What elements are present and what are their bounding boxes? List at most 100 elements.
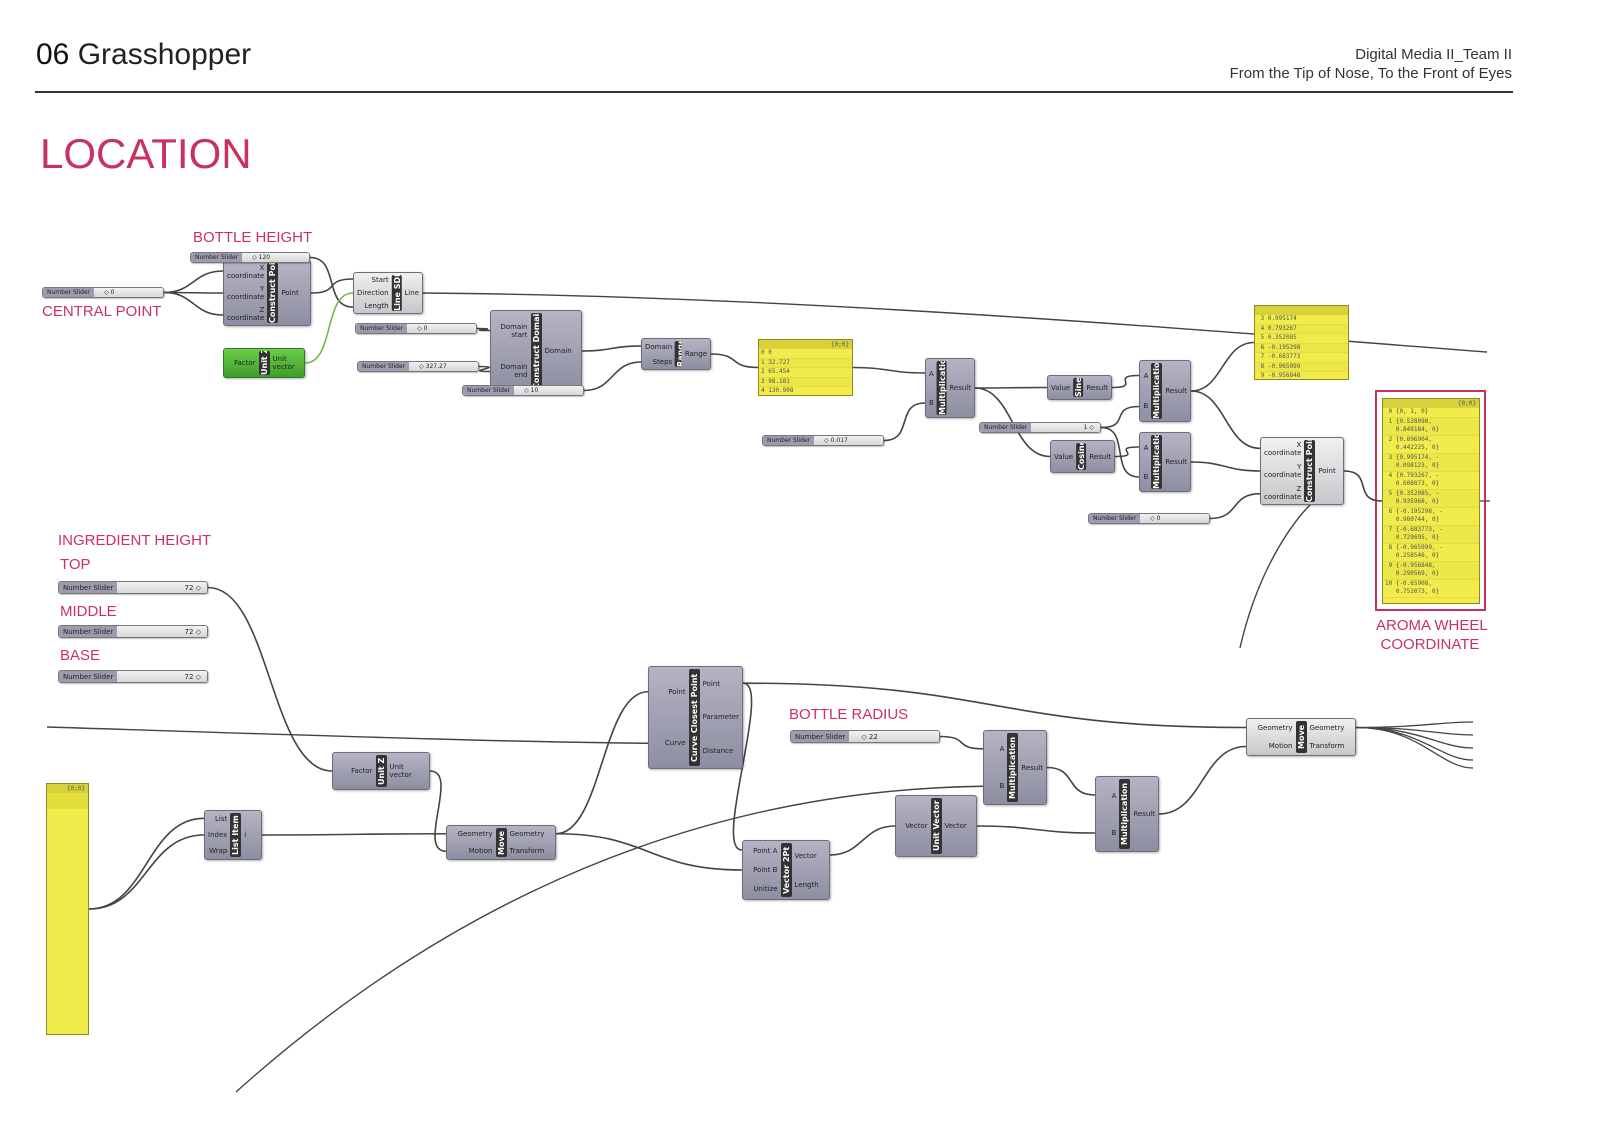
- input-port[interactable]: Point: [668, 688, 686, 697]
- output-port[interactable]: Point: [281, 289, 299, 297]
- input-port[interactable]: A: [1111, 791, 1117, 800]
- number-slider[interactable]: Number Slider◇ 22: [790, 730, 940, 743]
- input-port[interactable]: B: [1143, 402, 1149, 410]
- input-port[interactable]: Curve: [664, 738, 686, 747]
- number-slider[interactable]: Number Slider◇ 0: [1088, 513, 1210, 524]
- input-port[interactable]: Wrap: [209, 847, 228, 855]
- number-slider[interactable]: Number Slider◇ 120: [190, 252, 310, 263]
- input-port[interactable]: A: [929, 369, 934, 378]
- input-port[interactable]: Y coordinate: [1264, 463, 1302, 479]
- input-port[interactable]: Value: [1051, 383, 1071, 392]
- output-port[interactable]: Length: [794, 880, 819, 889]
- output-port[interactable]: Result: [1089, 452, 1111, 461]
- input-port[interactable]: Motion: [1268, 742, 1293, 750]
- output-port[interactable]: Result: [949, 384, 971, 392]
- number-slider[interactable]: Number Slider◇ 10: [462, 385, 584, 396]
- output-port[interactable]: i: [244, 831, 247, 839]
- slider-track[interactable]: ◇ 0: [94, 288, 163, 297]
- output-port[interactable]: Domain: [544, 347, 572, 355]
- output-port[interactable]: Result: [1021, 763, 1043, 772]
- input-port[interactable]: Domain end: [500, 363, 528, 379]
- input-port[interactable]: Y coordinate: [227, 284, 265, 301]
- slider-track[interactable]: 72 ◇: [117, 582, 207, 593]
- input-port[interactable]: List: [215, 815, 228, 823]
- output-port[interactable]: Result: [1165, 387, 1187, 395]
- output-port[interactable]: Distance: [702, 747, 734, 756]
- input-port[interactable]: B: [929, 398, 934, 407]
- slider-track[interactable]: ◇ 327.27: [409, 362, 478, 371]
- input-port[interactable]: Domain start: [500, 323, 528, 339]
- input-port[interactable]: Value: [1054, 452, 1074, 461]
- input-port[interactable]: A: [999, 745, 1005, 754]
- input-port[interactable]: X coordinate: [227, 263, 265, 280]
- slider-track[interactable]: 72 ◇: [117, 671, 207, 682]
- input-port[interactable]: A: [1143, 443, 1149, 452]
- number-slider[interactable]: Number Slider◇ 0.017: [762, 435, 884, 446]
- output-port[interactable]: Transform: [509, 846, 545, 855]
- input-port[interactable]: Z coordinate: [227, 306, 265, 323]
- output-port[interactable]: Unit vector: [272, 355, 295, 371]
- number-slider[interactable]: Number Slider◇ 0: [355, 323, 477, 334]
- slider-track[interactable]: 72 ◇: [117, 626, 207, 637]
- output-port[interactable]: Geometry: [509, 830, 545, 839]
- output-port[interactable]: Result: [1133, 810, 1155, 818]
- number-slider[interactable]: Number Slider◇ 0: [42, 287, 164, 298]
- input-port[interactable]: Motion: [468, 846, 493, 855]
- slider-track[interactable]: ◇ 0: [407, 324, 476, 333]
- output-port[interactable]: Transform: [1309, 742, 1345, 750]
- output-port[interactable]: Point: [702, 679, 720, 688]
- output-port[interactable]: Vector: [794, 851, 817, 860]
- input-port[interactable]: Index: [208, 831, 228, 839]
- slider-track[interactable]: 1 ◇: [1031, 423, 1100, 432]
- output-port[interactable]: Unit vector: [389, 763, 412, 779]
- input-port[interactable]: Steps: [652, 357, 673, 366]
- number-slider[interactable]: Number Slider◇ 327.27: [357, 361, 479, 372]
- input-port[interactable]: Unitize: [753, 885, 778, 894]
- panel[interactable]: {0;0}: [46, 783, 89, 1035]
- slider-track[interactable]: ◇ 22: [849, 731, 939, 742]
- slider-track[interactable]: ◇ 0.017: [814, 436, 883, 445]
- panel[interactable]: {0;0} 0 {0, 1, 0} 1 {0.528098, 0.849184,…: [1382, 398, 1480, 604]
- input-port[interactable]: Vector: [905, 822, 928, 830]
- input-port[interactable]: Z coordinate: [1264, 485, 1302, 501]
- input-port[interactable]: A: [1143, 372, 1149, 380]
- input-port[interactable]: Geometry: [457, 830, 493, 839]
- input-port[interactable]: B: [1111, 828, 1117, 837]
- output-port[interactable]: Parameter: [702, 713, 739, 722]
- output-port[interactable]: Geometry: [1309, 724, 1345, 732]
- input-port[interactable]: Factor: [234, 359, 256, 367]
- slider-track[interactable]: ◇ 0: [1140, 514, 1209, 523]
- output-port[interactable]: Vector: [944, 822, 967, 830]
- slider-track[interactable]: ◇ 120: [242, 253, 309, 262]
- input-port[interactable]: Length: [364, 302, 389, 311]
- input-port[interactable]: Start: [371, 275, 389, 284]
- output-port[interactable]: Result: [1086, 383, 1108, 392]
- input-port[interactable]: Factor: [351, 767, 373, 775]
- output-port[interactable]: Line: [404, 289, 419, 297]
- input-port[interactable]: B: [1143, 472, 1149, 481]
- output-port[interactable]: Point: [1318, 467, 1336, 475]
